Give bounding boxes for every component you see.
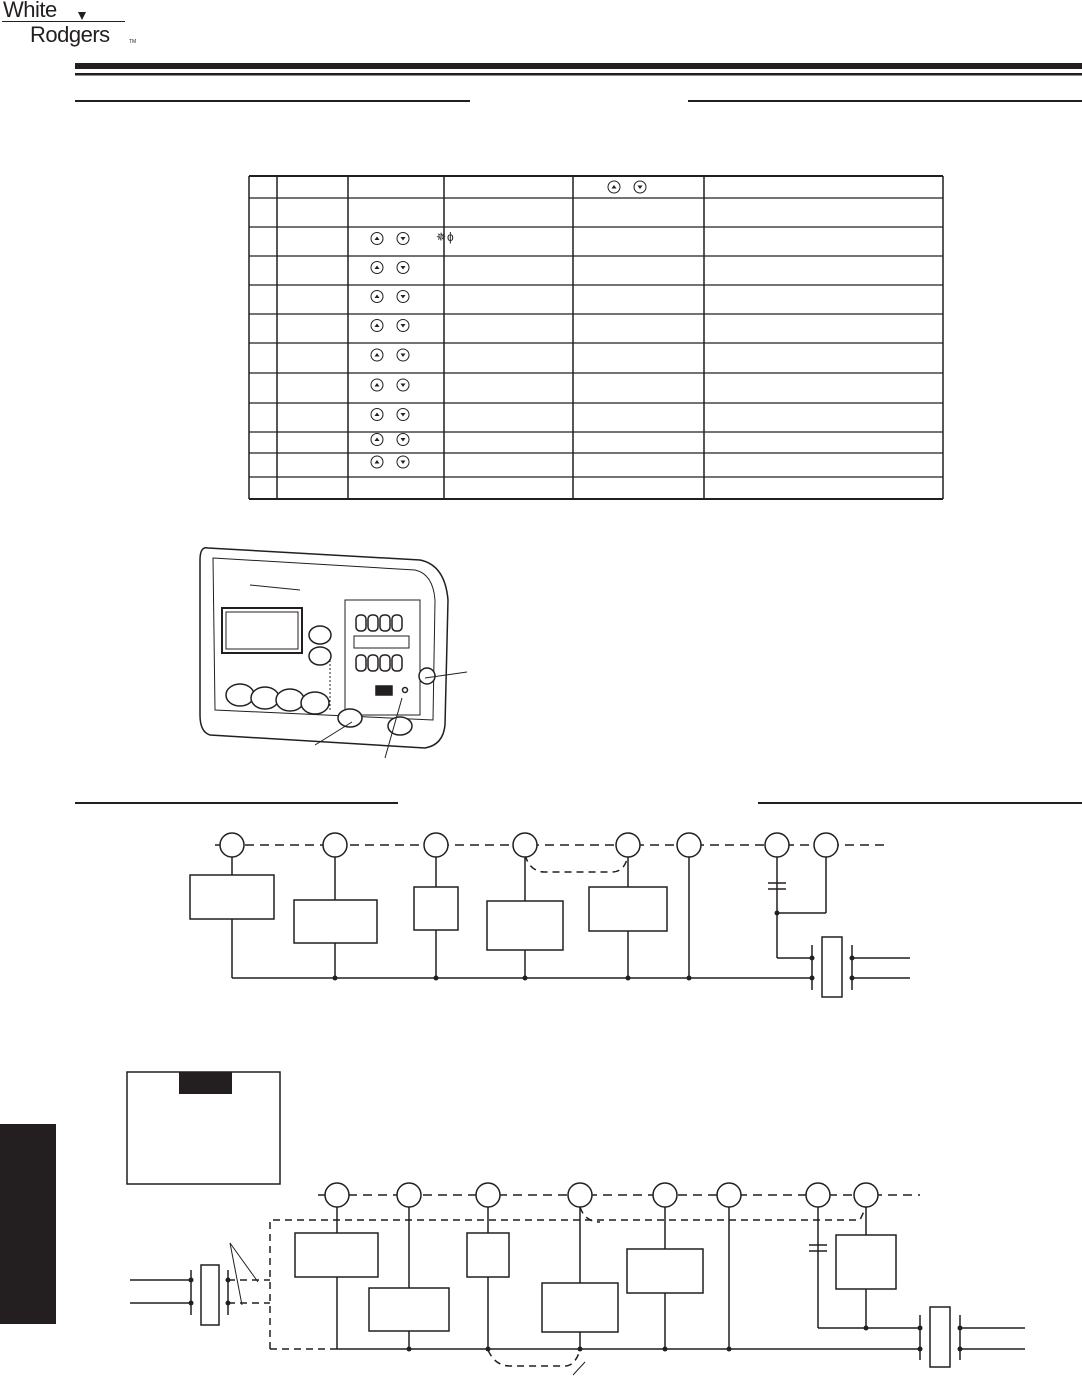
terminal-circle [853, 1182, 879, 1208]
arrow-glyph [374, 294, 380, 298]
up-arrow-button-icon [370, 290, 384, 303]
note-box [126, 1071, 281, 1185]
terminal-circle [615, 832, 641, 858]
up-arrow-button-icon [607, 180, 621, 194]
arrow-glyph [400, 383, 406, 387]
arrow-glyph [400, 295, 406, 299]
logo-triangle-icon [78, 12, 86, 20]
down-arrow-button-icon [396, 455, 410, 469]
down-arrow-button-icon [396, 378, 410, 392]
arrow-glyph [400, 460, 406, 464]
arrow-glyph [374, 412, 380, 416]
up-arrow-button-icon [370, 408, 384, 421]
settings-table: ✵ϕ [248, 175, 944, 500]
arrow-glyph [374, 265, 380, 269]
up-arrow-button-icon [370, 319, 384, 332]
down-arrow-button-icon [396, 290, 410, 303]
arrow-glyph [374, 353, 380, 357]
arrow-glyph [374, 460, 380, 464]
terminal-circle [652, 1182, 678, 1208]
white-rodgers-logo: White Rodgers TM [0, 0, 150, 50]
down-arrow-button-icon [633, 180, 647, 194]
up-arrow-button-icon [370, 261, 384, 274]
terminal-circle [512, 832, 538, 858]
up-arrow-button-icon [370, 378, 384, 392]
up-arrow-button-icon [370, 348, 384, 362]
up-arrow-button-icon [370, 455, 384, 469]
up-arrow-button-icon [370, 433, 384, 446]
arrow-glyph [611, 185, 617, 189]
arrow-glyph [400, 324, 406, 328]
arrow-glyph [400, 413, 406, 417]
arrow-glyph [374, 437, 380, 441]
logo-line-1: White [3, 0, 57, 22]
down-arrow-button-icon [396, 408, 410, 421]
arrow-glyph [400, 266, 406, 270]
terminal-circle [219, 832, 245, 858]
section-tab [0, 1124, 56, 1324]
thermostat-base-illustration [199, 547, 468, 759]
arrow-glyph [374, 236, 380, 240]
wiring-diagram-1 [189, 832, 910, 998]
arrow-glyph [400, 353, 406, 357]
arrow-glyph [374, 323, 380, 327]
up-arrow-button-icon [370, 232, 384, 245]
arrow-glyph [400, 237, 406, 241]
down-arrow-button-icon [396, 348, 410, 362]
terminal-circle [676, 832, 702, 858]
terminal-circle [805, 1182, 831, 1208]
logo-rule [2, 21, 125, 22]
down-arrow-button-icon [396, 232, 410, 245]
terminal-circle [324, 1182, 350, 1208]
wiring-diagram-2 [130, 1182, 1025, 1376]
terminal-circle [475, 1182, 501, 1208]
down-arrow-button-icon [396, 319, 410, 332]
snowflake-icon: ✵ [436, 230, 446, 244]
terminal-circle [322, 832, 348, 858]
logo-trademark: TM [129, 39, 137, 45]
terminal-circle [716, 1182, 742, 1208]
terminal-circle [764, 832, 790, 858]
down-arrow-button-icon [396, 261, 410, 274]
flame-icon: ϕ [447, 230, 454, 244]
terminal-circle [567, 1182, 593, 1208]
terminal-circle [396, 1182, 422, 1208]
arrow-glyph [637, 185, 643, 189]
logo-line-2: Rodgers [30, 22, 110, 47]
arrow-glyph [400, 438, 406, 442]
terminal-circle [423, 832, 449, 858]
arrow-glyph [374, 383, 380, 387]
down-arrow-button-icon [396, 433, 410, 446]
header-rules [75, 63, 1082, 804]
terminal-circle [813, 832, 839, 858]
